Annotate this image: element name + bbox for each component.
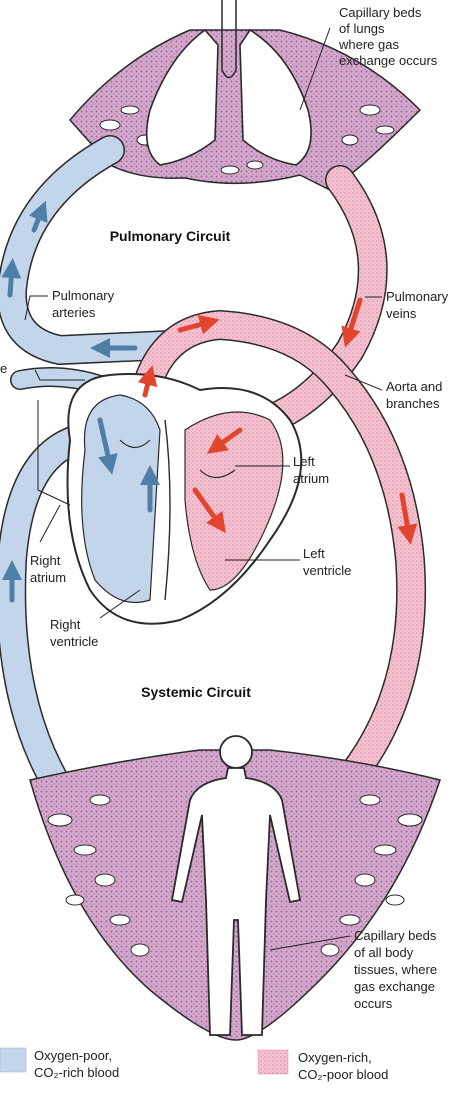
capillary-body-label-2: of all body <box>354 945 414 960</box>
right-atrium-label-2: atrium <box>30 570 66 585</box>
left-ventricle-label-1: Left <box>303 546 325 561</box>
capillary-lungs-label-1: Capillary beds <box>339 5 422 20</box>
pulmonary-artery-vessel <box>12 150 170 350</box>
capillary-body-label-4: gas exchange <box>354 979 435 994</box>
systemic-circuit-title: Systemic Circuit <box>141 684 251 700</box>
capillary-lungs-label-4: exchange occurs <box>339 53 438 68</box>
legend-swatch-oxygen-poor <box>0 1048 26 1072</box>
legend: Oxygen-poor, CO₂-rich blood Oxygen-rich,… <box>0 1048 388 1082</box>
aorta-label-2: branches <box>386 396 440 411</box>
capillary-lungs-label-3: where gas <box>338 37 399 52</box>
pulmonary-veins-label-1: Pulmonary <box>386 289 449 304</box>
legend-oxygen-rich-2: CO₂-poor blood <box>298 1067 388 1082</box>
left-atrium-label-1: Left <box>293 454 315 469</box>
capillary-body-label-3: tissues, where <box>354 962 437 977</box>
right-ventricle-label-1: Right <box>50 617 81 632</box>
pulmonary-arteries-label-1: Pulmonary <box>52 288 115 303</box>
partial-edge-label: e <box>0 361 7 376</box>
capillary-body-label-5: occurs <box>354 996 393 1011</box>
left-heart <box>185 412 283 590</box>
left-atrium-label-2: atrium <box>293 471 329 486</box>
legend-oxygen-poor-2: CO₂-rich blood <box>34 1065 119 1080</box>
body-capillary-bed <box>30 736 440 1040</box>
aorta-label-1: Aorta and <box>386 379 442 394</box>
pulmonary-arteries-label-2: arteries <box>52 305 96 320</box>
legend-swatch-oxygen-rich <box>258 1050 288 1074</box>
capillary-lungs-label-2: of lungs <box>339 21 385 36</box>
pulmonary-circuit-title: Pulmonary Circuit <box>110 228 231 244</box>
pulmonary-veins-label-2: veins <box>386 306 417 321</box>
right-atrium-label-1: Right <box>30 553 61 568</box>
capillary-body-label-1: Capillary beds <box>354 928 437 943</box>
legend-oxygen-poor-1: Oxygen-poor, <box>34 1048 112 1063</box>
heart <box>68 374 302 624</box>
legend-oxygen-rich-1: Oxygen-rich, <box>298 1050 372 1065</box>
left-ventricle-label-2: ventricle <box>303 563 351 578</box>
right-ventricle-label-2: ventricle <box>50 634 98 649</box>
